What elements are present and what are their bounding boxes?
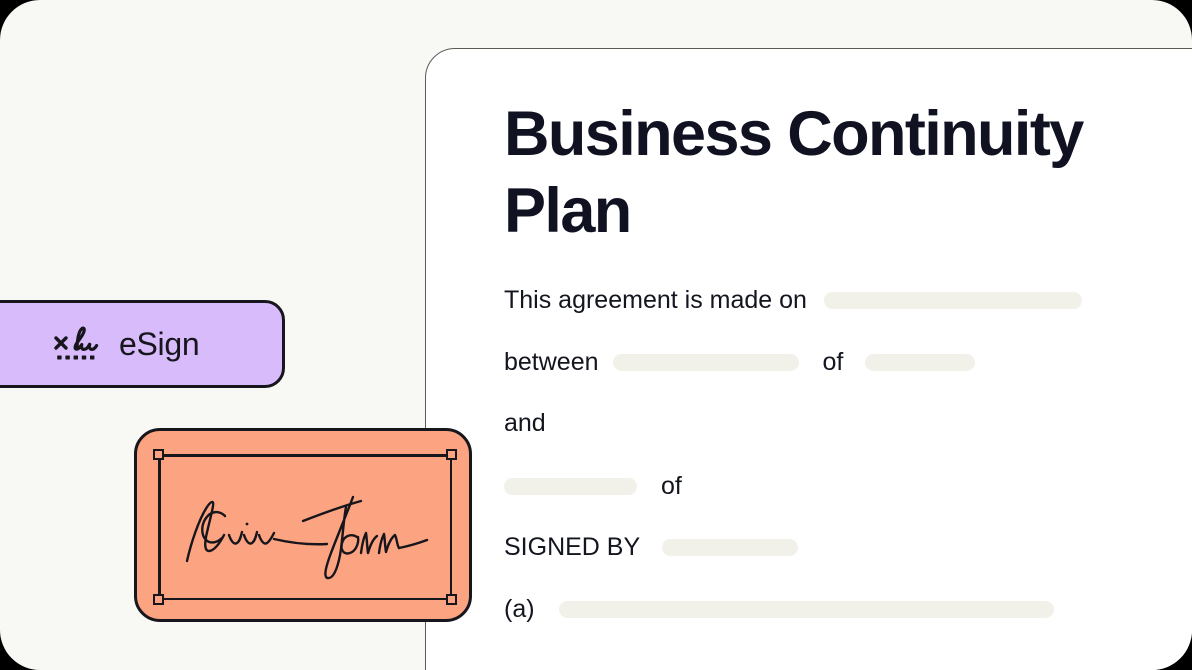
party-one-field-placeholder[interactable] [612, 354, 799, 371]
selection-edge-left [158, 454, 161, 600]
signature-pen-icon [54, 326, 99, 360]
line-text-of: of [822, 348, 844, 376]
handwritten-signature-ink [185, 495, 429, 580]
resize-handle-top-left[interactable] [153, 449, 164, 460]
signature-stamp-card[interactable] [134, 428, 472, 622]
resize-handle-bottom-left[interactable] [153, 594, 164, 605]
document-line-agreement-date: This agreement is made on [504, 286, 1082, 315]
line-text: This agreement is made on [504, 286, 807, 314]
selection-edge-top [158, 454, 452, 457]
line-text: and [504, 409, 546, 437]
party-one-company-field-placeholder[interactable] [865, 354, 976, 371]
line-text-of: of [661, 472, 682, 500]
document-line-between: between of [504, 348, 976, 377]
date-field-placeholder[interactable] [823, 292, 1082, 309]
resize-handle-top-right[interactable] [446, 449, 457, 460]
party-two-field-placeholder[interactable] [504, 478, 637, 495]
selection-edge-bottom [158, 597, 452, 600]
document-panel[interactable]: Business Continuity Plan This agreement … [425, 48, 1192, 670]
document-line-clause-a: (a) [504, 595, 1054, 624]
document-line-and: and [504, 409, 546, 438]
line-text: (a) [504, 595, 535, 623]
esign-button[interactable]: eSign [0, 300, 285, 388]
document-line-party-two: of [504, 472, 682, 501]
document-title: Business Continuity Plan [504, 99, 1084, 246]
selection-bounding-box[interactable] [153, 449, 457, 605]
document-line-signed-by: SIGNED BY [504, 533, 799, 562]
signer-field-placeholder[interactable] [662, 539, 799, 556]
line-text: between [504, 348, 599, 376]
selection-edge-right [449, 454, 452, 600]
clause-a-field-placeholder[interactable] [558, 601, 1054, 618]
resize-handle-bottom-right[interactable] [446, 594, 457, 605]
line-text: SIGNED BY [504, 533, 641, 561]
esign-button-label: eSign [119, 325, 200, 362]
